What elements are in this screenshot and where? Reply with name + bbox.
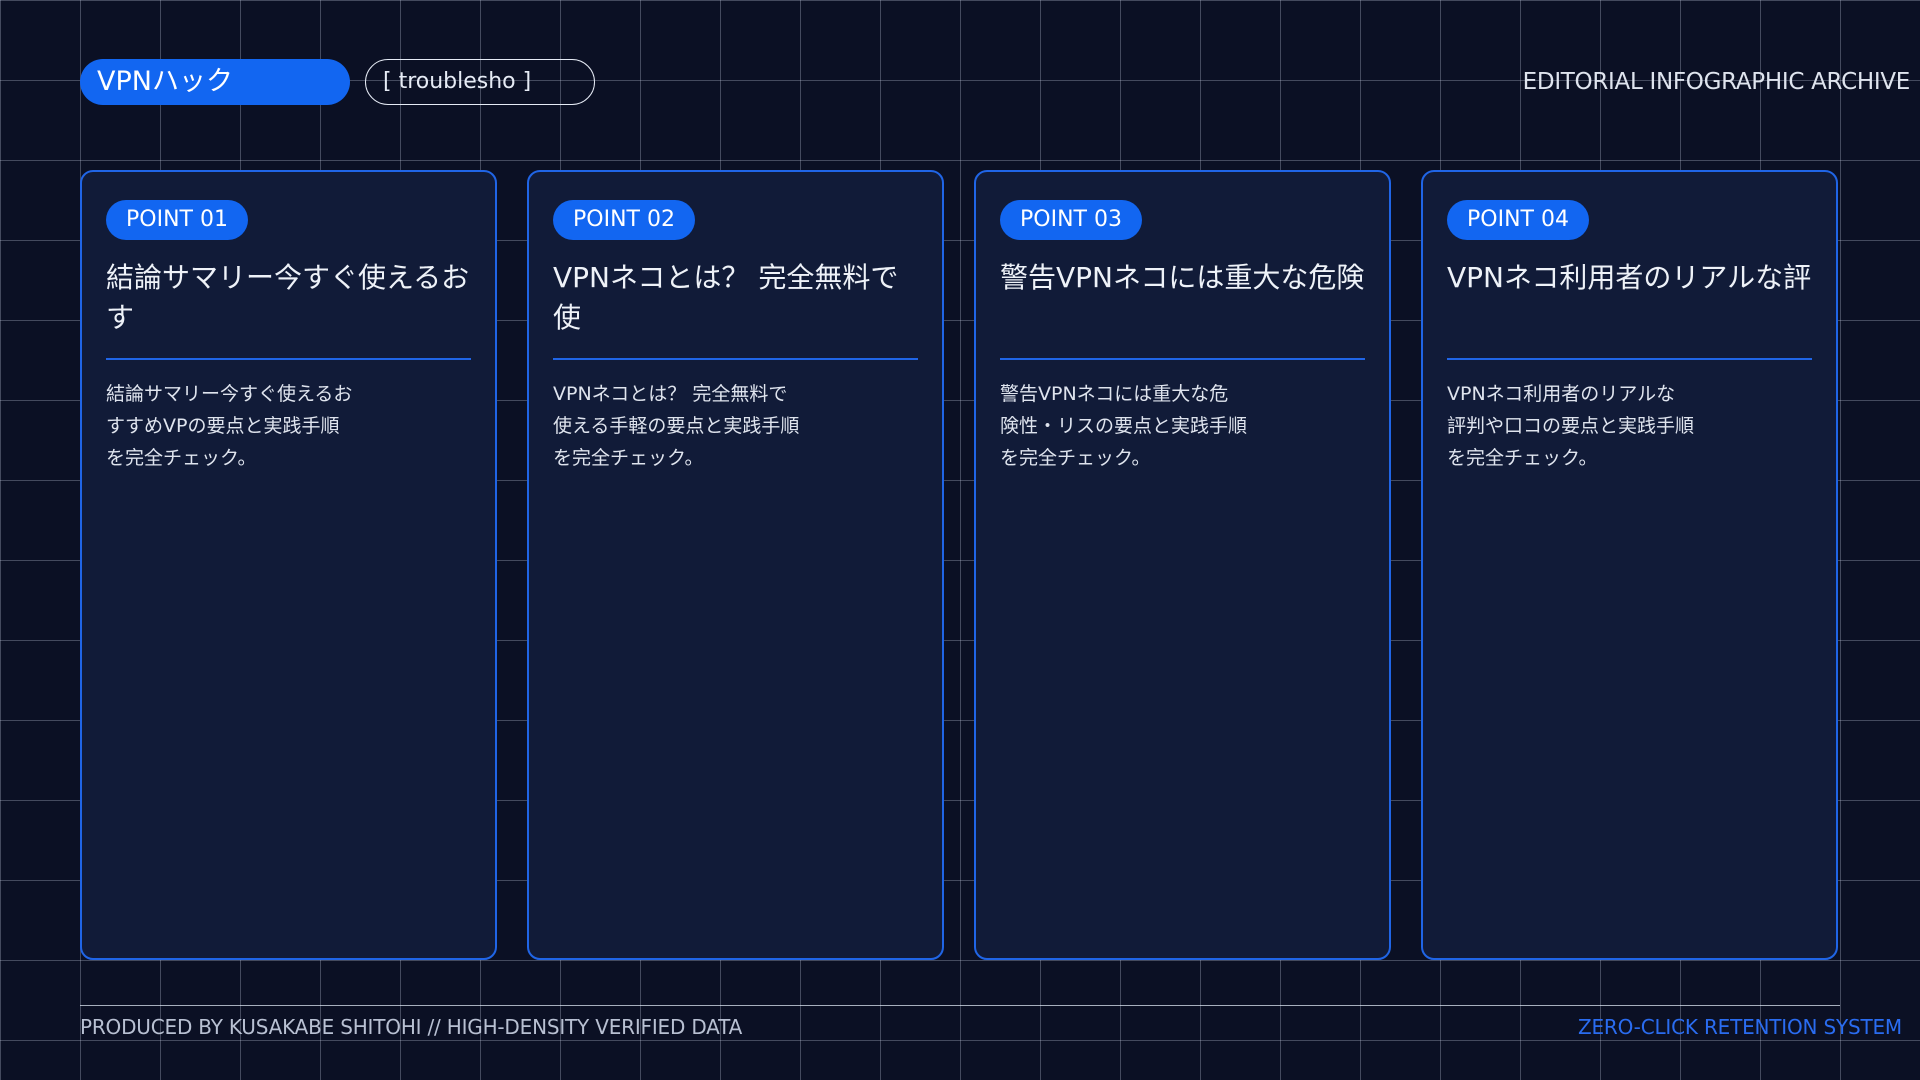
card-divider xyxy=(553,358,918,360)
card-body-line: を完全チェック。 xyxy=(1000,447,1151,469)
card-title: VPNネコとは？ 完全無料で使 xyxy=(553,261,899,334)
card-title: 警告VPNネコには重大な危険 xyxy=(1000,261,1365,294)
card-divider xyxy=(1447,358,1812,360)
card-body: VPNネコ利用者のリアルな 評判や口コの要点と実践手順 を完全チェック。 xyxy=(1447,378,1812,474)
footer-divider xyxy=(80,1005,1840,1006)
point-badge: POINT 04 xyxy=(1447,200,1589,240)
footer-system-label: ZERO-CLICK RETENTION SYSTEM xyxy=(1577,1015,1902,1039)
card-body: 結論サマリー今すぐ使えるお すすめVPの要点と実践手順 を完全チェック。 xyxy=(106,378,471,474)
point-card-03: POINT 03 警告VPNネコには重大な危険 警告VPNネコには重大な危 険性… xyxy=(974,170,1391,960)
footer-credit: PRODUCED BY KUSAKABE SHITOHI // HIGH-DEN… xyxy=(80,1015,743,1039)
card-body-line: すすめVPの要点と実践手順 xyxy=(106,415,340,437)
card-body-line: 険性・リスの要点と実践手順 xyxy=(1000,415,1248,437)
card-body-line: を完全チェック。 xyxy=(106,447,257,469)
card-body-line: VPNネコとは？ 完全無料で xyxy=(553,383,788,405)
point-card-01: POINT 01 結論サマリー今すぐ使えるおす 結論サマリー今すぐ使えるお すす… xyxy=(80,170,497,960)
card-divider xyxy=(1000,358,1365,360)
card-body-line: 警告VPNネコには重大な危 xyxy=(1000,383,1229,405)
tag-pill[interactable]: [ troublesho ] xyxy=(365,59,595,105)
card-body-line: VPNネコ利用者のリアルな xyxy=(1447,383,1676,405)
point-card-02: POINT 02 VPNネコとは？ 完全無料で使 VPNネコとは？ 完全無料で … xyxy=(527,170,944,960)
card-body-line: 評判や口コの要点と実践手順 xyxy=(1447,415,1695,437)
point-badge: POINT 03 xyxy=(1000,200,1142,240)
card-body-line: 結論サマリー今すぐ使えるお xyxy=(106,383,353,405)
card-title: 結論サマリー今すぐ使えるおす xyxy=(106,261,470,334)
card-title: VPNネコ利用者のリアルな評 xyxy=(1447,261,1812,294)
point-card-04: POINT 04 VPNネコ利用者のリアルな評 VPNネコ利用者のリアルな 評判… xyxy=(1421,170,1838,960)
card-body-line: を完全チェック。 xyxy=(553,447,704,469)
point-cards: POINT 01 結論サマリー今すぐ使えるおす 結論サマリー今すぐ使えるお すす… xyxy=(80,170,1840,960)
card-divider xyxy=(106,358,471,360)
card-body: VPNネコとは？ 完全無料で 使える手軽の要点と実践手順 を完全チェック。 xyxy=(553,378,918,474)
card-body: 警告VPNネコには重大な危 険性・リスの要点と実践手順 を完全チェック。 xyxy=(1000,378,1365,474)
archive-label: EDITORIAL INFOGRAPHIC ARCHIVE xyxy=(1522,69,1911,95)
card-body-line: 使える手軽の要点と実践手順 xyxy=(553,415,800,437)
card-body-line: を完全チェック。 xyxy=(1447,447,1598,469)
header: VPNハック [ troublesho ] EDITORIAL INFOGRAP… xyxy=(80,59,1910,105)
point-badge: POINT 01 xyxy=(106,200,248,240)
point-badge: POINT 02 xyxy=(553,200,695,240)
category-pill[interactable]: VPNハック xyxy=(80,59,350,105)
